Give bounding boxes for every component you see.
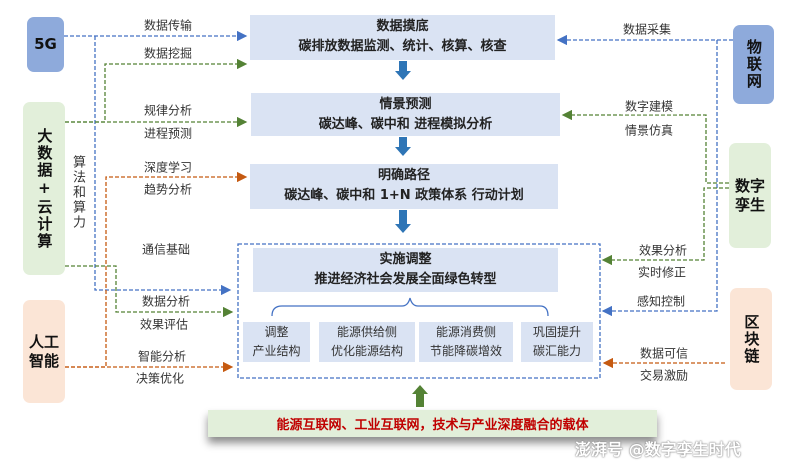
tech-blockchain: 区块链 [730, 288, 772, 390]
stage-clear-path: 明确路径碳达峰、碳中和 1+N 政策体系 行动计划 [250, 164, 558, 209]
stage-subtitle: 碳排放数据监测、统计、核算、核查 [298, 39, 507, 54]
edge-label: 规律分析 [139, 101, 197, 119]
stage-title: 实施调整 [379, 252, 432, 267]
action-line1: 调整 [264, 325, 289, 339]
edge-label: 趋势分析 [139, 180, 197, 198]
stage-subtitle: 碳达峰、碳中和 1+N 政策体系 行动计划 [284, 188, 524, 203]
down-arrow-3 [395, 210, 411, 233]
edge-label: 感知控制 [632, 292, 690, 310]
tech-twin-label: 数字孪生 [734, 176, 765, 214]
tech-chain-label: 区块链 [742, 313, 761, 365]
algo-label: 算法和算力 [70, 155, 85, 230]
edge-label: 通信基础 [137, 240, 195, 258]
edge-label: 情景仿真 [620, 121, 678, 139]
implementation-container [237, 243, 601, 379]
banner-text: 能源互联网、工业互联网，技术与产业深度融合的载体 [276, 418, 589, 433]
line-ai-deep [65, 171, 248, 368]
stage-subtitle: 碳达峰、碳中和 进程模拟分析 [318, 117, 493, 132]
action-industry: 调整产业结构 [243, 322, 310, 362]
line-twin-effect [601, 187, 729, 266]
tech-bigdata: 大数据+云计算 [23, 102, 65, 275]
stage-title: 数据摸底 [376, 19, 429, 34]
action-consumption: 能源消费侧节能降碳增效 [419, 322, 513, 362]
edge-label: 数据采集 [618, 20, 676, 38]
edge-label: 智能分析 [133, 347, 191, 365]
edge-label: 数据可信 [635, 344, 693, 362]
edge-label: 实时修正 [633, 263, 691, 281]
edge-label: 进程预测 [139, 124, 197, 142]
edge-label: 数据挖掘 [139, 44, 197, 62]
edge-label: 效果分析 [634, 241, 692, 259]
stage-scenario-forecast: 情景预测碳达峰、碳中和 进程模拟分析 [251, 93, 560, 136]
stage-implementation: 实施调整推进经济社会发展全面绿色转型 [253, 248, 558, 292]
stage-title: 情景预测 [379, 97, 432, 112]
tech-5g-label: 5G [34, 35, 57, 54]
down-arrow-2 [395, 137, 411, 156]
tech-ai-label: 人工智能 [28, 332, 59, 370]
line-bigdata-eval [65, 265, 234, 318]
up-arrow-green [412, 385, 428, 407]
action-line1: 能源消费侧 [435, 325, 496, 339]
edge-label: 效果评估 [135, 315, 193, 333]
stage-subtitle: 推进经济社会发展全面绿色转型 [314, 272, 497, 287]
line-twin-model [561, 109, 729, 184]
action-line1: 巩固提升 [532, 325, 581, 339]
tech-iot-label: 物联网 [744, 39, 763, 90]
action-line2: 产业结构 [252, 344, 301, 358]
tech-ai: 人工智能 [23, 300, 65, 403]
tech-5g: 5G [27, 17, 64, 72]
action-line2: 优化能源结构 [330, 344, 403, 358]
line-5g-comm [94, 36, 232, 296]
action-line2: 节能降碳增效 [429, 344, 502, 358]
line-iot-control [601, 40, 718, 317]
stage-title: 明确路径 [377, 168, 430, 183]
edge-label: 交易激励 [635, 366, 693, 384]
watermark: 澎湃号 @数字孪生时代 [575, 440, 741, 459]
action-carbon-sink: 巩固提升碳汇能力 [521, 322, 593, 362]
tech-twin: 数字孪生 [729, 143, 771, 248]
action-line2: 碳汇能力 [532, 344, 581, 358]
edge-label: 深度学习 [139, 158, 197, 176]
action-supply: 能源供给侧优化能源结构 [319, 322, 415, 362]
brace [271, 297, 549, 317]
edge-label: 决策优化 [131, 369, 189, 387]
tech-iot: 物联网 [733, 25, 774, 104]
carrier-banner: 能源互联网、工业互联网，技术与产业深度融合的载体 [208, 410, 657, 437]
edge-label: 数字建模 [620, 97, 678, 115]
edge-label: 数据传输 [139, 16, 197, 34]
down-arrow-1 [395, 61, 411, 80]
action-line1: 能源供给侧 [336, 325, 397, 339]
tech-bigdata-label: 大数据+云计算 [35, 127, 54, 250]
stage-data-survey: 数据摸底碳排放数据监测、统计、核算、核查 [250, 15, 555, 60]
edge-label: 数据分析 [137, 292, 195, 310]
